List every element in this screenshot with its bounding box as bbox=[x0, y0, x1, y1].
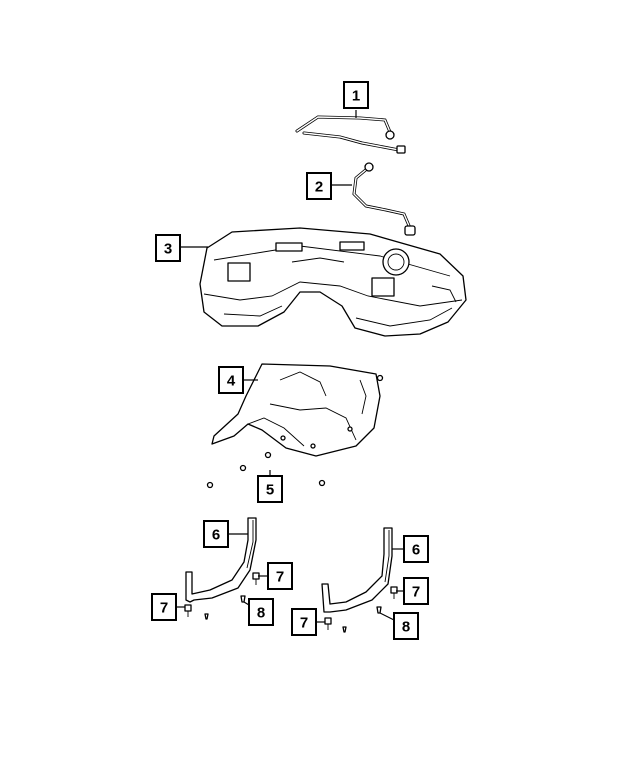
callout-4-label: 4 bbox=[227, 373, 236, 390]
part-7-bolt-right-lower bbox=[324, 617, 332, 630]
part-2-tube bbox=[352, 162, 416, 236]
callout-7-left-upper: 7 bbox=[267, 562, 293, 590]
callout-7-left-upper-label: 7 bbox=[276, 569, 284, 586]
callout-7-right-lower-label: 7 bbox=[300, 615, 308, 632]
callout-7-right-upper-label: 7 bbox=[412, 584, 420, 601]
callout-5: 5 bbox=[257, 475, 283, 503]
callout-7-left-lower: 7 bbox=[151, 593, 177, 621]
part-7-bolt-left-upper bbox=[252, 572, 260, 585]
part-4-heat-shield bbox=[211, 363, 384, 457]
part-8-clip-right bbox=[342, 606, 382, 633]
callout-2: 2 bbox=[306, 172, 332, 200]
callout-6-left-label: 6 bbox=[212, 527, 220, 544]
part-6-strap-right bbox=[321, 527, 393, 613]
callout-6-right-label: 6 bbox=[412, 542, 420, 559]
callout-2-label: 2 bbox=[315, 179, 323, 196]
part-6-strap-left bbox=[185, 517, 257, 603]
callout-5-label: 5 bbox=[266, 482, 274, 499]
part-5-fasteners bbox=[206, 451, 326, 489]
leader-lines bbox=[176, 110, 404, 623]
callout-6-right: 6 bbox=[403, 535, 429, 563]
callout-6-left: 6 bbox=[203, 520, 229, 548]
callout-3-label: 3 bbox=[164, 241, 172, 258]
callout-8-right-label: 8 bbox=[402, 619, 410, 636]
part-8-clip-left bbox=[204, 595, 246, 620]
part-7-bolt-right-upper bbox=[390, 586, 398, 599]
part-3-fuel-tank bbox=[199, 227, 467, 337]
part-1-tube-assembly bbox=[295, 115, 406, 154]
callout-7-left-lower-label: 7 bbox=[160, 600, 168, 617]
callout-8-left: 8 bbox=[248, 598, 274, 626]
callout-8-left-label: 8 bbox=[257, 605, 265, 622]
part-7-bolt-left-lower bbox=[184, 604, 192, 617]
callout-1-label: 1 bbox=[352, 88, 360, 105]
callout-4: 4 bbox=[218, 366, 244, 394]
callout-7-right-upper: 7 bbox=[403, 577, 429, 605]
callout-3: 3 bbox=[155, 234, 181, 262]
callout-7-right-lower: 7 bbox=[291, 608, 317, 636]
callout-8-right: 8 bbox=[393, 612, 419, 640]
callout-1: 1 bbox=[343, 81, 369, 109]
